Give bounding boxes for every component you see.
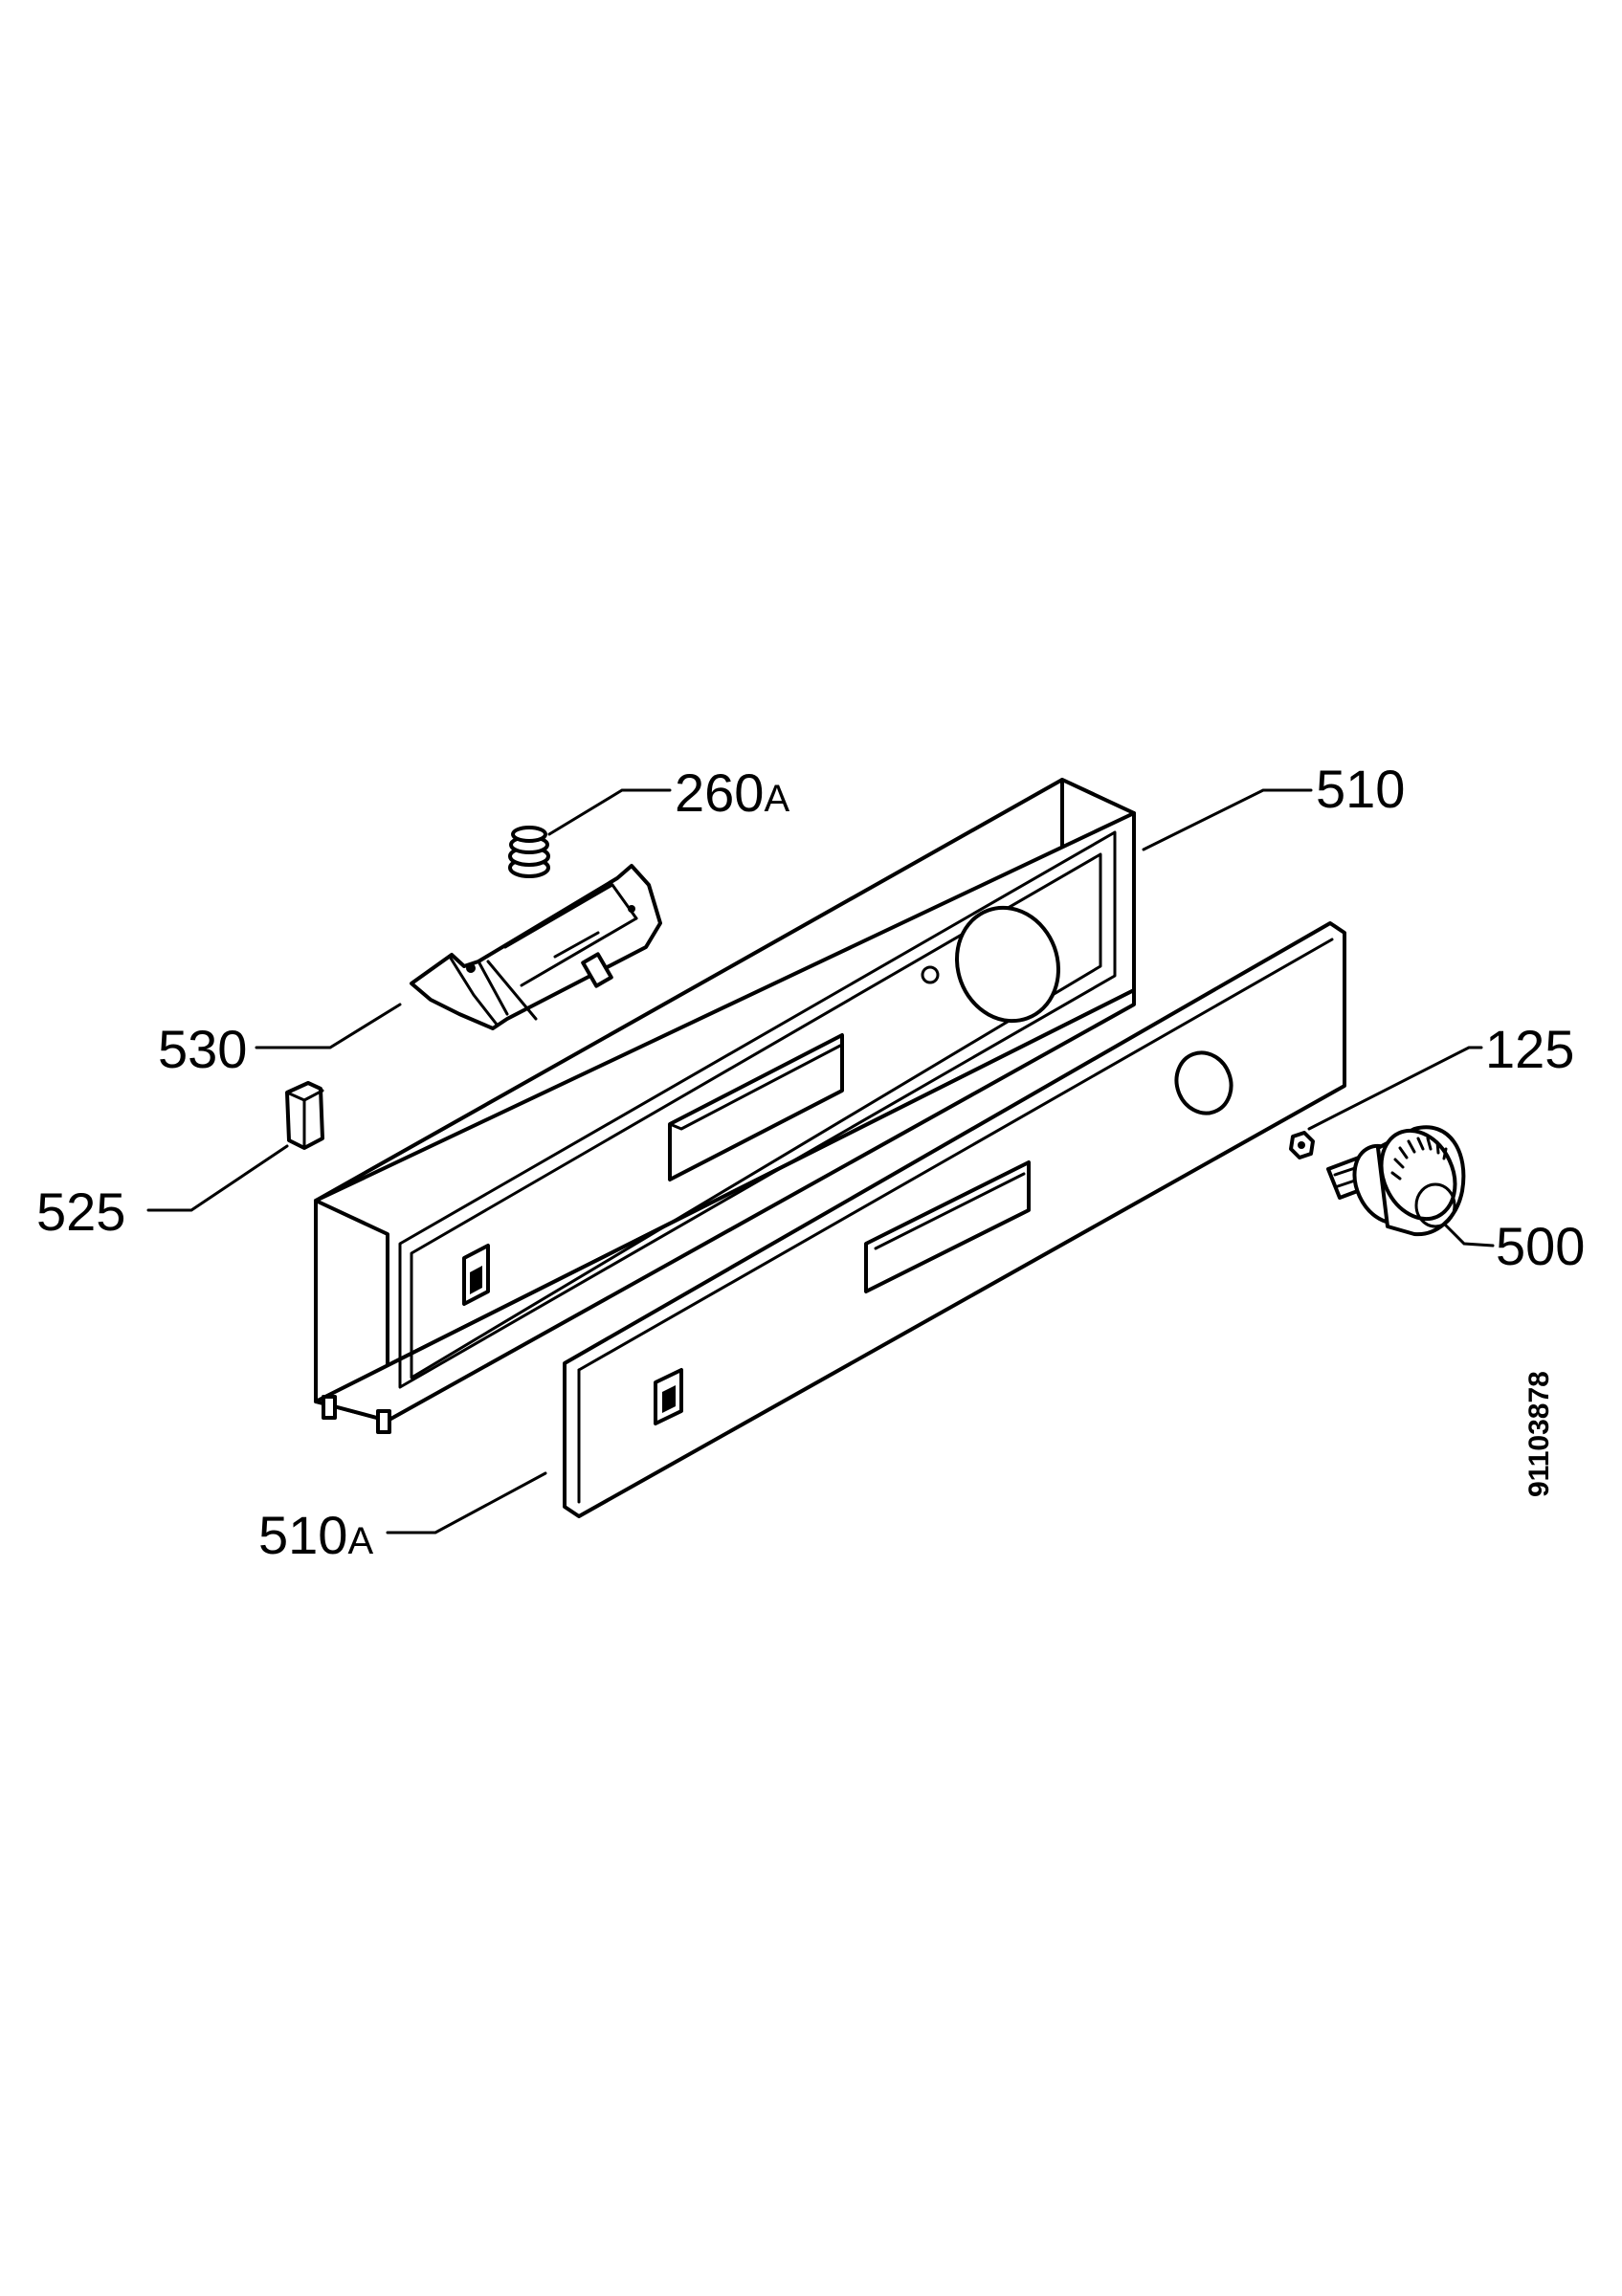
leader-125	[1307, 1046, 1483, 1131]
leader-260a	[547, 788, 672, 836]
callout-500: 500	[1496, 1216, 1585, 1276]
callout-525: 525	[36, 1181, 125, 1242]
part-125-nut	[1289, 1131, 1315, 1159]
leader-525	[146, 1144, 289, 1212]
callout-510a: 510A	[258, 1505, 373, 1565]
part-530-lever-bracket	[410, 864, 662, 1030]
leader-500	[1443, 1223, 1495, 1247]
leader-530	[255, 1003, 402, 1049]
leader-510a	[386, 1471, 547, 1534]
callout-260a: 260A	[675, 762, 789, 823]
part-260a-spring	[508, 826, 550, 878]
part-525-cap	[285, 1081, 324, 1150]
callout-530: 530	[158, 1019, 247, 1079]
leader-510	[1142, 788, 1313, 851]
callout-510: 510	[1316, 759, 1405, 819]
document-number: 91103878	[1523, 1371, 1555, 1497]
part-510-control-panel-housing	[314, 778, 1136, 1434]
part-500-knob	[1326, 1125, 1466, 1237]
part-510a-front-panel	[563, 921, 1346, 1518]
callout-125: 125	[1485, 1019, 1574, 1079]
